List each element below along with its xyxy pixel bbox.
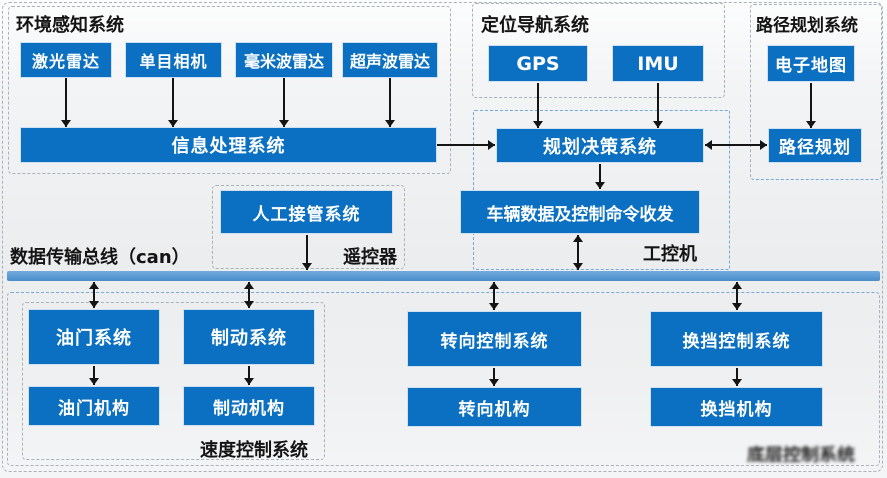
arrow-decision-transceiver (595, 164, 605, 189)
box-throttle-system: 油门系统 (28, 309, 160, 365)
arrow-ultrasonic-processor (385, 78, 395, 127)
box-steering-mech-label: 转向机构 (458, 399, 531, 420)
box-electronic-map: 电子地图 (767, 45, 855, 82)
arrow-processor-decision (437, 140, 495, 150)
box-electronic-map-label: 电子地图 (775, 56, 847, 76)
remote-label: 遥控器 (343, 247, 397, 268)
box-mm-radar-label: 毫米波雷达 (243, 52, 324, 71)
box-takeover-label: 人工接管系统 (252, 204, 361, 225)
box-takeover: 人工接管系统 (220, 190, 393, 234)
box-info-processor: 信息处理系统 (20, 127, 437, 163)
arrow-transceiver-bus (573, 235, 583, 270)
path-planning-title: 路径规划系统 (756, 16, 858, 36)
box-path-planner-label: 路径规划 (779, 138, 851, 158)
box-throttle-mech: 油门机构 (28, 386, 160, 426)
box-brake-mech: 制动机构 (183, 386, 315, 426)
navigation-container (472, 3, 725, 98)
box-brake-system-label: 制动系统 (211, 328, 287, 349)
box-gps: GPS (488, 45, 588, 82)
box-steering-mech: 转向机构 (407, 387, 582, 427)
arrow-bus-throttle (89, 282, 99, 308)
box-gear-system: 换挡控制系统 (650, 311, 823, 367)
ipc-label: 工控机 (643, 244, 697, 265)
box-gear-mech-label: 换挡机构 (700, 399, 773, 420)
box-imu: IMU (612, 45, 704, 82)
navigation-title: 定位导航系统 (481, 15, 589, 36)
box-ultrasonic-label: 超声波雷达 (349, 52, 430, 71)
box-lidar: 激光雷达 (20, 42, 112, 78)
smudged-label: 底层控制系统 (747, 445, 855, 466)
arrow-bus-brake (244, 282, 254, 308)
box-throttle-mech-label: 油门机构 (58, 398, 130, 419)
arrow-map-planner (806, 83, 816, 128)
bus-label: 数据传输总线（can） (10, 247, 190, 268)
box-gps-label: GPS (516, 52, 560, 75)
speed-container (22, 302, 325, 460)
arrow-bus-gear (732, 282, 742, 310)
box-decision: 规划决策系统 (496, 128, 704, 163)
arrow-steering-mech (489, 368, 499, 386)
outer-frame (2, 2, 883, 472)
arrow-camera-processor (168, 78, 178, 127)
box-ultrasonic: 超声波雷达 (342, 42, 438, 78)
box-decision-label: 规划决策系统 (543, 136, 657, 158)
box-steering-system-label: 转向控制系统 (440, 331, 549, 352)
arrow-imu-decision (653, 83, 663, 128)
box-steering-system: 转向控制系统 (407, 311, 582, 367)
arrow-gear-mech (732, 368, 742, 386)
bottom-container (7, 292, 880, 466)
arrow-mmradar-processor (279, 78, 289, 127)
arrow-throttle-mech (89, 366, 99, 385)
perception-container (8, 6, 451, 174)
arrow-brake-mech (244, 366, 254, 385)
can-bus-bar (7, 271, 880, 281)
arrow-decision-planner (705, 140, 767, 150)
arrow-bus-steering (489, 282, 499, 310)
box-gear-mech: 换挡机构 (650, 387, 823, 427)
box-brake-mech-label: 制动机构 (213, 398, 285, 419)
box-info-processor-label: 信息处理系统 (171, 136, 286, 157)
arrow-takeover-bus (302, 235, 312, 270)
box-path-planner: 路径规划 (768, 128, 862, 163)
box-gear-system-label: 换挡控制系统 (682, 331, 791, 352)
box-brake-system: 制动系统 (183, 309, 315, 365)
perception-title: 环境感知系统 (16, 15, 124, 36)
box-lidar-label: 激光雷达 (31, 52, 100, 71)
speed-label: 速度控制系统 (200, 440, 308, 461)
arrow-lidar-processor (61, 78, 71, 127)
arrow-gps-decision (533, 83, 543, 128)
box-imu-label: IMU (637, 52, 679, 75)
box-camera: 单目相机 (125, 42, 222, 78)
box-transceiver: 车辆数据及控制命令收发 (460, 190, 700, 234)
box-mm-radar: 毫米波雷达 (235, 42, 333, 78)
box-throttle-system-label: 油门系统 (56, 328, 132, 349)
path-planning-container (750, 4, 882, 180)
box-camera-label: 单目相机 (139, 52, 208, 71)
box-transceiver-label: 车辆数据及控制命令收发 (486, 204, 674, 225)
